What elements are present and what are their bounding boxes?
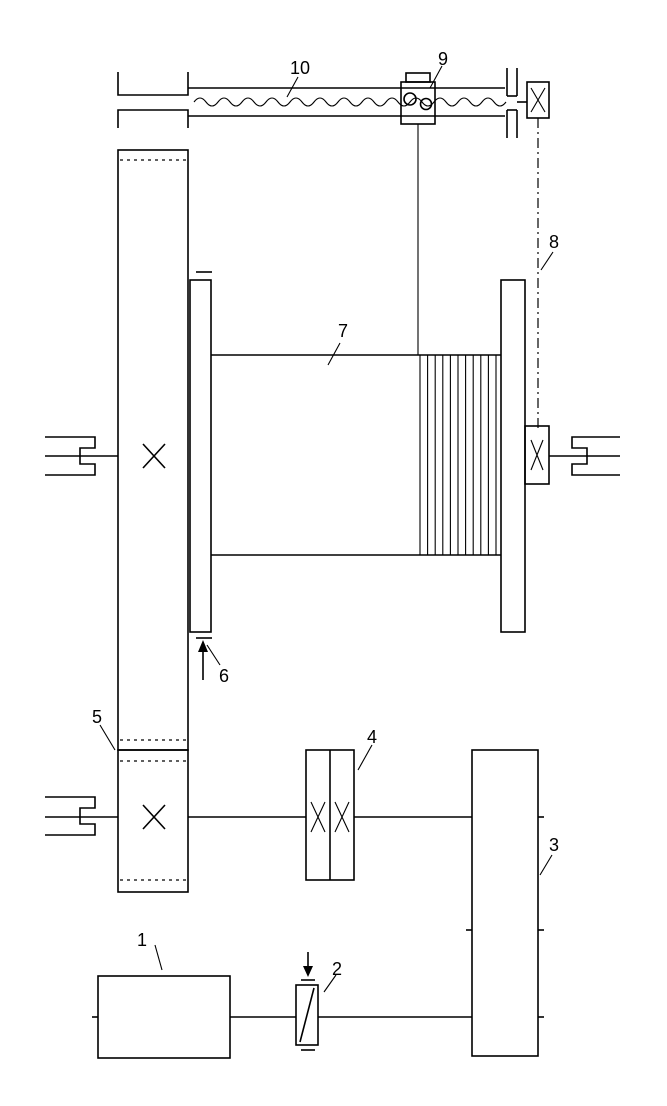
drum-assembly	[189, 271, 620, 639]
label-leaders	[99, 65, 554, 993]
lead-screw-thread	[193, 97, 507, 107]
label-coupling: 4	[367, 727, 377, 747]
gear-column	[117, 149, 189, 893]
rope-guide-carriage	[400, 72, 436, 355]
label-chain-drive: 8	[549, 232, 559, 252]
label-gearbox: 3	[549, 835, 559, 855]
label-motor: 1	[137, 930, 147, 950]
label-lead-screw: 10	[290, 58, 310, 78]
left-bearings	[45, 436, 118, 836]
coupling	[305, 749, 355, 881]
rope-windings	[419, 355, 497, 555]
label-drum: 7	[338, 321, 348, 341]
label-brake: 2	[332, 959, 342, 979]
labels: 1 2 3 4 5 6 7 8 9 10	[92, 49, 559, 979]
brake-force-arrow	[198, 640, 208, 680]
label-gear-pair: 5	[92, 707, 102, 727]
motor	[92, 975, 231, 1059]
lead-screw-assembly	[117, 68, 550, 138]
label-rope-guide: 9	[438, 49, 448, 69]
label-drum-brake: 6	[219, 666, 229, 686]
gearbox	[466, 749, 544, 1057]
motor-brake	[295, 952, 319, 1051]
